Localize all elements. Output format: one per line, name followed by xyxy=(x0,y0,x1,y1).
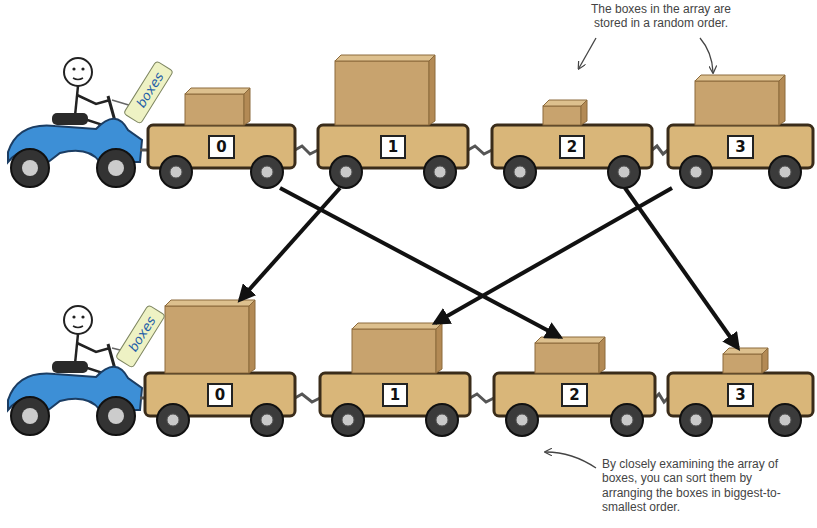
array-tag: boxes xyxy=(122,60,173,124)
array-cart: 2 xyxy=(494,337,655,436)
array-cart: 3 xyxy=(668,75,813,188)
cardboard-box xyxy=(185,88,250,125)
cart-number: 0 xyxy=(208,135,234,159)
cart-number: 2 xyxy=(559,135,585,159)
cardboard-box xyxy=(535,337,605,373)
move-arrow xyxy=(435,188,672,323)
cardboard-box xyxy=(723,348,768,373)
array-cart: 0 xyxy=(145,300,295,436)
couplers xyxy=(295,146,668,402)
cart-wheel xyxy=(332,404,364,436)
connectors xyxy=(240,188,738,348)
cardboard-box xyxy=(335,55,435,125)
cart-number: 1 xyxy=(380,135,406,159)
cart-wheel xyxy=(506,404,538,436)
cart-wheel xyxy=(769,156,801,188)
leader-lines xyxy=(546,38,713,468)
cart-wheel xyxy=(426,404,458,436)
cart-number: 2 xyxy=(561,383,587,407)
cardboard-box xyxy=(543,100,587,125)
move-arrow xyxy=(625,188,738,348)
cart-number: 1 xyxy=(382,383,408,407)
callout-text: By closely examining the array of boxes,… xyxy=(602,457,786,515)
cardboard-boxes xyxy=(165,55,785,373)
cart-wheel xyxy=(504,156,536,188)
cart-number: 3 xyxy=(727,135,753,159)
leader-line xyxy=(546,452,596,468)
leader-line xyxy=(700,38,713,72)
callout-note: The boxes in the array are stored in a r… xyxy=(575,2,747,31)
cart-wheel xyxy=(160,156,192,188)
array-cart: 3 xyxy=(668,348,813,436)
cart-wheel xyxy=(608,156,640,188)
callout-note: By closely examining the array of boxes,… xyxy=(602,457,786,515)
cart-number: 3 xyxy=(727,383,753,407)
cart-wheels xyxy=(157,156,801,436)
scooter xyxy=(8,306,150,435)
cart-wheel xyxy=(251,156,283,188)
cart-wheel xyxy=(680,404,712,436)
cart-wheel xyxy=(769,404,801,436)
tag-label: boxes xyxy=(133,69,166,110)
array-cart: 1 xyxy=(320,323,470,436)
array-cart: 2 xyxy=(492,100,652,188)
cart-number: 0 xyxy=(207,383,233,407)
tag-label: boxes xyxy=(125,313,158,354)
leader-line xyxy=(579,38,596,68)
array-tag: boxes xyxy=(114,304,165,368)
cart-wheel xyxy=(424,156,456,188)
array-cart: 1 xyxy=(318,55,468,188)
cardboard-box xyxy=(695,75,785,125)
cardboard-box xyxy=(352,323,442,373)
callout-text: The boxes in the array are stored in a r… xyxy=(575,2,747,31)
cardboard-box xyxy=(165,300,255,373)
cart-wheel xyxy=(251,404,283,436)
scooter xyxy=(8,58,150,187)
move-arrow xyxy=(240,188,340,300)
cart-wheel xyxy=(680,156,712,188)
cart-wheel xyxy=(611,404,643,436)
cart-wheel xyxy=(157,404,189,436)
cart-wheel xyxy=(330,156,362,188)
cart-bodies xyxy=(145,125,813,416)
array-cart: 0 xyxy=(148,88,295,188)
